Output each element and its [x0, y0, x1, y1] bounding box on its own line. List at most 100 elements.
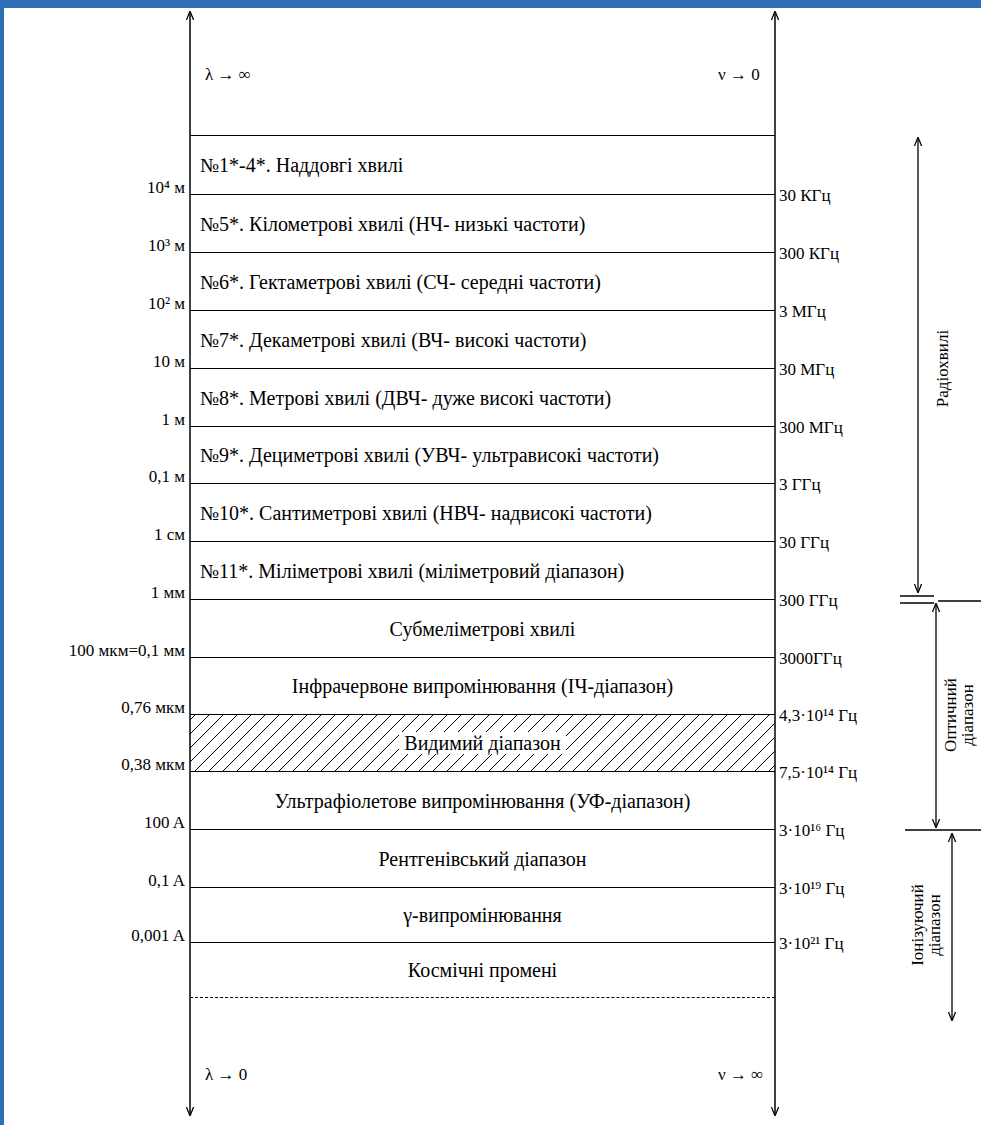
frequency-label-text: 3·10¹⁶ Гц	[779, 822, 844, 841]
wavelength-label: 0,38 мкм	[121, 756, 185, 775]
band-name: Рентгенівський діапазон	[378, 848, 586, 870]
range-label-text: Іонізуючий діапазон	[909, 870, 943, 980]
wavelength-label: 10⁴ м	[147, 179, 185, 198]
wavelength-label: 10² м	[148, 295, 185, 314]
frame-strip	[0, 0, 981, 8]
frequency-label: 30 КГц	[779, 187, 831, 206]
frequency-label-text: 3 ГГц	[779, 476, 821, 495]
frequency-label-text: 300 КГц	[779, 245, 839, 264]
spectrum-band: №7*. Декаметрові хвилі (ВЧ- високі часто…	[190, 311, 775, 369]
range-tick	[905, 829, 981, 830]
wavelength-label: 0,001 A	[131, 927, 185, 946]
frequency-label-text: 3 МГц	[779, 303, 826, 322]
range-label: Радіохвилі	[934, 268, 951, 468]
frequency-label: 300 МГц	[779, 419, 843, 438]
frequency-label: 300 КГц	[779, 245, 839, 264]
wavelength-label: 0,1 A	[148, 872, 185, 891]
frequency-label: 7,5·10¹⁴ Гц	[779, 764, 857, 783]
frequency-label: 30 ГГц	[779, 534, 829, 553]
wavelength-label: 1 мм	[151, 584, 185, 603]
wavelength-label-text: 100 A	[144, 814, 185, 833]
frequency-label-text: 3·10²¹ Гц	[779, 935, 844, 954]
wavelength-label: 1 см	[154, 526, 185, 545]
wavelength-label: 0,76 мкм	[121, 699, 185, 718]
wavelength-label: 100 A	[144, 814, 185, 833]
range-label: Оптичний діапазон	[942, 660, 976, 770]
range-label: Іонізуючий діапазон	[909, 870, 943, 980]
wavelength-label: 1 м	[161, 411, 185, 430]
wavelength-label-text: 10 м	[153, 353, 185, 372]
band-name: Видимий діапазон	[399, 732, 565, 754]
frequency-label: 3·10¹⁶ Гц	[779, 822, 844, 841]
wavelength-label-text: 10³ м	[148, 237, 185, 256]
frequency-label: 3 МГц	[779, 303, 826, 322]
wavelength-label-text: 100 мкм=0,1 мм	[69, 642, 185, 661]
spectrum-band: Видимий діапазон	[190, 715, 775, 772]
spectrum-band: №8*. Метрові хвилі (ДВЧ- дуже високі час…	[190, 369, 775, 427]
frequency-label-text: 3000ГГц	[779, 650, 842, 669]
wavelength-label-text: 1 см	[154, 526, 185, 545]
band-name: №7*. Декаметрові хвилі (ВЧ- високі часто…	[200, 329, 586, 351]
band-name: №11*. Міліметрові хвилі (міліметровий ді…	[200, 560, 624, 582]
spectrum-band: №9*. Дециметрові хвилі (УВЧ- ультрависок…	[190, 427, 775, 484]
frequency-label: 3000ГГц	[779, 650, 842, 669]
frequency-label-text: 300 ГГц	[779, 592, 838, 611]
wavelength-label-text: 10⁴ м	[147, 179, 185, 198]
frequency-label-text: 4,3·10¹⁴ Гц	[779, 707, 857, 726]
frequency-label-text: 300 МГц	[779, 419, 843, 438]
wavelength-label-text: 0,76 мкм	[121, 699, 185, 718]
spectrum-band: Субмеліметрові хвилі	[190, 600, 775, 658]
spectrum-band: Ультрафіолетове випромінювання (УФ-діапа…	[190, 772, 775, 830]
wavelength-label: 10 м	[153, 353, 185, 372]
wavelength-label-text: 1 м	[161, 411, 185, 430]
wavelength-label: 100 мкм=0,1 мм	[69, 642, 185, 661]
range-tick	[900, 602, 934, 603]
wavelength-label-text: 10² м	[148, 295, 185, 314]
spectrum-band: Рентгенівський діапазон	[190, 830, 775, 888]
limit-label: ν → 0	[718, 66, 760, 85]
frame-strip	[0, 0, 4, 1125]
frequency-label-text: 30 МГц	[779, 361, 834, 380]
range-arrow	[935, 604, 936, 827]
limit-label-text: ν → ∞	[718, 1066, 763, 1085]
frequency-label-text: 30 ГГц	[779, 534, 829, 553]
band-name: №10*. Сантиметрові хвилі (НВЧ- надвисокі…	[200, 502, 652, 524]
spectrum-band: №1*-4*. Наддовгі хвилі	[190, 135, 775, 195]
band-name: №1*-4*. Наддовгі хвилі	[200, 154, 403, 176]
limit-label-text: λ → ∞	[205, 66, 251, 85]
visible-hatch	[190, 715, 775, 772]
range-tick	[900, 595, 934, 596]
limit-label-text: λ → 0	[205, 1066, 247, 1085]
spectrum-band: №10*. Сантиметрові хвилі (НВЧ- надвисокі…	[190, 484, 775, 542]
spectrum-band: №6*. Гектаметрові хвилі (СЧ- середні час…	[190, 253, 775, 311]
band-name: №9*. Дециметрові хвилі (УВЧ- ультрависок…	[200, 444, 659, 466]
spectrum-band: γ-випромінювання	[190, 888, 775, 943]
frequency-label: 30 МГц	[779, 361, 834, 380]
range-label-text: Радіохвилі	[934, 268, 951, 468]
band-name: Інфрачервоне випромінювання (ІЧ-діапазон…	[292, 675, 673, 697]
band-name: Субмеліметрові хвилі	[390, 618, 576, 640]
frequency-label-text: 3·10¹⁹ Гц	[779, 880, 844, 899]
frequency-label-text: 7,5·10¹⁴ Гц	[779, 764, 857, 783]
limit-label-text: ν → 0	[718, 66, 760, 85]
range-label-text: Оптичний діапазон	[942, 660, 976, 770]
wavelength-label-text: 0,001 A	[131, 927, 185, 946]
range-tick	[938, 600, 981, 601]
spectrum-band: Інфрачервоне випромінювання (ІЧ-діапазон…	[190, 658, 775, 715]
limit-label: λ → ∞	[205, 66, 251, 85]
wavelength-label: 10³ м	[148, 237, 185, 256]
spectrum-band: Космічні промені	[190, 943, 775, 998]
limit-label: ν → ∞	[718, 1066, 763, 1085]
wavelength-label: 0,1 м	[149, 468, 185, 487]
band-name: Космічні промені	[408, 959, 557, 981]
frequency-label: 3·10²¹ Гц	[779, 935, 844, 954]
band-name: №8*. Метрові хвилі (ДВЧ- дуже високі час…	[200, 387, 611, 409]
range-arrow	[917, 138, 918, 592]
band-name: γ-випромінювання	[403, 904, 562, 926]
band-name: №6*. Гектаметрові хвилі (СЧ- середні час…	[200, 271, 601, 293]
frequency-label: 4,3·10¹⁴ Гц	[779, 707, 857, 726]
limit-label: λ → 0	[205, 1066, 247, 1085]
frequency-axis	[774, 12, 776, 1115]
band-name: №5*. Кілометрові хвилі (НЧ- низькі часто…	[200, 213, 585, 235]
